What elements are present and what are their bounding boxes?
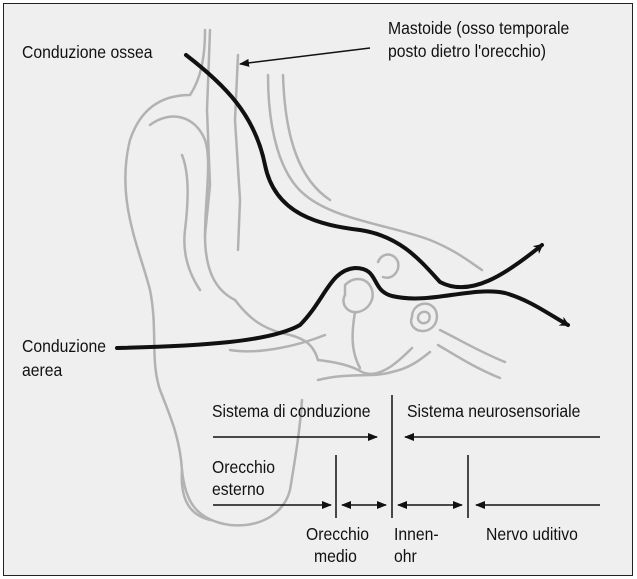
label-middle-ear-line1: Orecchio bbox=[306, 524, 369, 545]
lower-bone-line bbox=[318, 352, 430, 380]
label-inner-ear-line2: ohr bbox=[394, 546, 417, 567]
conduction-paths bbox=[117, 55, 568, 348]
semicircular-canal bbox=[378, 255, 398, 278]
label-conduction-system: Sistema di conduzione bbox=[212, 401, 370, 422]
label-auditory-nerve: Nervo uditivo bbox=[486, 524, 578, 545]
upper-skull-line-2 bbox=[283, 75, 330, 200]
ear-outline bbox=[125, 30, 505, 525]
antihelix bbox=[182, 155, 200, 290]
upper-skull-line bbox=[268, 75, 482, 270]
label-inner-ear-line1: Innen- bbox=[394, 524, 439, 545]
label-outer-ear-line2: esterno bbox=[212, 479, 265, 500]
label-mastoid-line2: posto dietro l'orecchio) bbox=[388, 41, 546, 62]
middle-ear-ossicle bbox=[343, 279, 372, 312]
label-sensorineural-system: Sistema neurosensoriale bbox=[407, 401, 580, 422]
cochlea-inner bbox=[418, 312, 430, 323]
mastoid-column-right bbox=[235, 55, 240, 250]
ossicle-stem bbox=[353, 312, 360, 368]
label-mastoid-line1: Mastoide (osso temporale bbox=[388, 18, 569, 39]
inner-helix-fold bbox=[150, 117, 235, 300]
cochlea-outer bbox=[411, 304, 437, 331]
label-outer-ear-line1: Orecchio bbox=[212, 457, 275, 478]
air-conduction-path bbox=[117, 268, 568, 348]
label-air-conduction-line2: aerea bbox=[22, 360, 62, 381]
label-middle-ear-line2: medio bbox=[314, 546, 357, 567]
earlobe-lower bbox=[182, 470, 210, 520]
auditory-nerve-lines bbox=[438, 330, 505, 378]
ear-canal-bottom bbox=[230, 335, 325, 351]
label-bone-conduction: Conduzione ossea bbox=[22, 42, 152, 63]
label-air-conduction-line1: Conduzione bbox=[22, 336, 106, 357]
mastoid-pointer-arrow bbox=[240, 48, 370, 64]
